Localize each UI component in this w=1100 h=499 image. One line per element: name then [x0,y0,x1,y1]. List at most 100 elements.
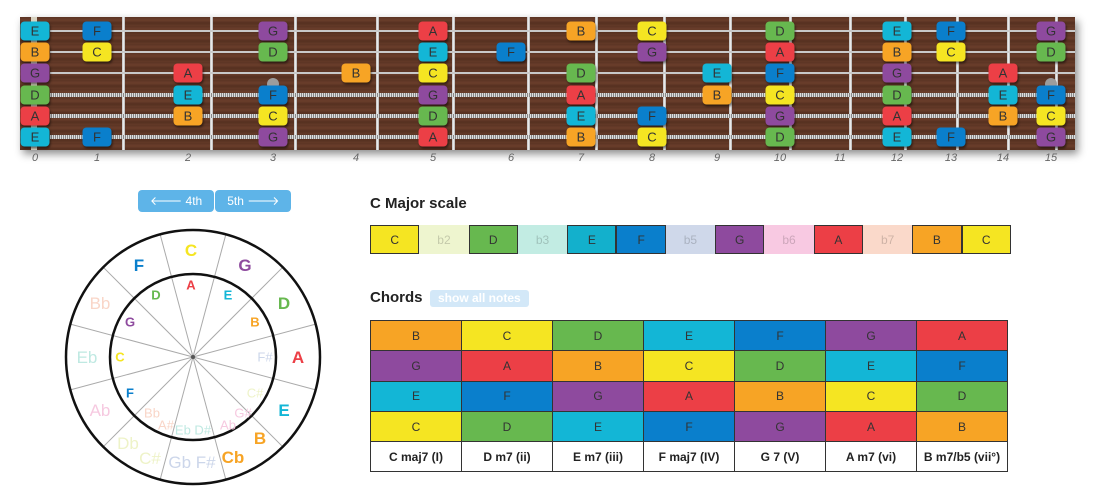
chord-label[interactable]: A m7 (vi) [825,441,917,473]
fret-note[interactable]: E [988,85,1018,105]
chord-note-cell[interactable]: E [643,319,735,352]
scale-degree-cell[interactable]: C [370,225,420,254]
chord-note-cell[interactable]: F [643,410,735,443]
inner-key-label[interactable]: F# [257,350,273,365]
fret-note[interactable]: G [418,85,448,105]
chord-note-cell[interactable]: D [734,350,826,382]
fret-note[interactable]: F [765,63,795,83]
scale-degree-cell[interactable]: F [616,225,666,254]
chord-note-cell[interactable]: E [825,350,917,382]
chord-note-cell[interactable]: A [461,350,553,382]
show-all-notes-button[interactable]: show all notes [430,290,529,307]
outer-key-label[interactable]: C# [139,449,161,468]
scale-degree-cell[interactable]: D [468,225,518,254]
chord-note-cell[interactable]: D [461,410,553,443]
outer-key-label[interactable]: D [278,294,290,313]
fret-note[interactable]: G [882,63,912,83]
fret-note[interactable]: C [637,21,667,41]
chord-label[interactable]: D m7 (ii) [461,441,553,473]
fret-note[interactable]: E [702,63,732,83]
outer-key-label[interactable]: Bb [90,294,111,313]
fret-note[interactable]: A [988,63,1018,83]
scale-degree-cell[interactable]: b3 [517,225,568,254]
fret-note[interactable]: C [258,106,288,126]
inner-key-label[interactable]: D [151,288,160,303]
scale-degree-cell[interactable]: C [961,225,1011,254]
scale-degree-cell[interactable]: b7 [862,225,913,254]
inner-key-label[interactable]: Bb [144,406,160,421]
chord-note-cell[interactable]: C [643,350,735,382]
chord-note-cell[interactable]: G [825,319,917,352]
inner-key-label[interactable]: C# [247,386,264,401]
fret-note[interactable]: D [418,106,448,126]
chord-note-cell[interactable]: A [916,319,1008,352]
fret-note[interactable]: A [173,63,203,83]
chord-note-cell[interactable]: A [825,410,917,443]
fret-note[interactable]: E [173,85,203,105]
chord-label[interactable]: G 7 (V) [734,441,826,473]
fret-note[interactable]: G [765,106,795,126]
fret-note[interactable]: B [20,42,50,62]
chord-note-cell[interactable]: C [461,319,553,352]
fret-note[interactable]: F [936,127,966,147]
fret-note[interactable]: G [258,127,288,147]
fret-note[interactable]: F [637,106,667,126]
chord-note-cell[interactable]: B [734,380,826,412]
chord-note-cell[interactable]: G [370,350,462,382]
scale-degree-cell[interactable]: b2 [419,225,469,254]
outer-key-label[interactable]: B [254,429,266,448]
fret-note[interactable]: A [765,42,795,62]
fret-note[interactable]: B [882,42,912,62]
scale-degree-cell[interactable]: b6 [764,225,814,254]
fret-note[interactable]: C [82,42,112,62]
chord-note-cell[interactable]: F [916,350,1008,382]
chord-label[interactable]: F maj7 (IV) [643,441,735,473]
chord-note-cell[interactable]: G [734,410,826,443]
fret-note[interactable]: B [988,106,1018,126]
chord-label[interactable]: E m7 (iii) [552,441,644,473]
fret-note[interactable]: G [1036,21,1066,41]
chord-note-cell[interactable]: C [370,410,462,443]
inner-key-label[interactable]: F [126,386,134,401]
scale-degree-cell[interactable]: G [715,225,765,254]
fret-note[interactable]: G [637,42,667,62]
chord-note-cell[interactable]: A [643,380,735,412]
fret-note[interactable]: F [936,21,966,41]
chord-note-cell[interactable]: B [370,319,462,352]
fret-note[interactable]: C [936,42,966,62]
chord-note-cell[interactable]: C [825,380,917,412]
inner-key-label[interactable]: Ab [220,418,236,433]
fret-note[interactable]: B [702,85,732,105]
outer-key-label[interactable]: E [278,401,289,420]
fret-note[interactable]: F [82,127,112,147]
rotate-fifth-button[interactable]: 5th 🡒 [215,190,292,212]
inner-key-label[interactable]: G [125,315,135,330]
scale-degree-cell[interactable]: A [813,225,863,254]
fret-note[interactable]: C [1036,106,1066,126]
chord-note-cell[interactable]: F [734,319,826,352]
inner-key-label[interactable]: Eb D# [175,423,212,438]
fret-note[interactable]: D [258,42,288,62]
fret-note[interactable]: G [1036,127,1066,147]
chord-note-cell[interactable]: E [552,410,644,443]
fret-note[interactable]: D [765,127,795,147]
fret-note[interactable]: A [418,21,448,41]
inner-key-label[interactable]: G# [234,406,252,421]
outer-key-label[interactable]: F [134,256,144,275]
fret-note[interactable]: A [566,85,596,105]
fret-note[interactable]: F [496,42,526,62]
fret-note[interactable]: B [566,127,596,147]
chord-note-cell[interactable]: G [552,380,644,412]
chord-note-cell[interactable]: E [370,380,462,412]
fret-note[interactable]: B [173,106,203,126]
inner-key-label[interactable]: C [115,350,125,365]
fret-note[interactable]: D [20,85,50,105]
chord-note-cell[interactable]: B [552,350,644,382]
fret-note[interactable]: B [341,63,371,83]
fret-note[interactable]: C [418,63,448,83]
fret-note[interactable]: E [566,106,596,126]
chord-note-cell[interactable]: D [552,319,644,352]
outer-key-label[interactable]: Eb [77,348,98,367]
outer-key-label[interactable]: Cb [222,448,245,467]
inner-key-label[interactable]: A# [158,418,175,433]
